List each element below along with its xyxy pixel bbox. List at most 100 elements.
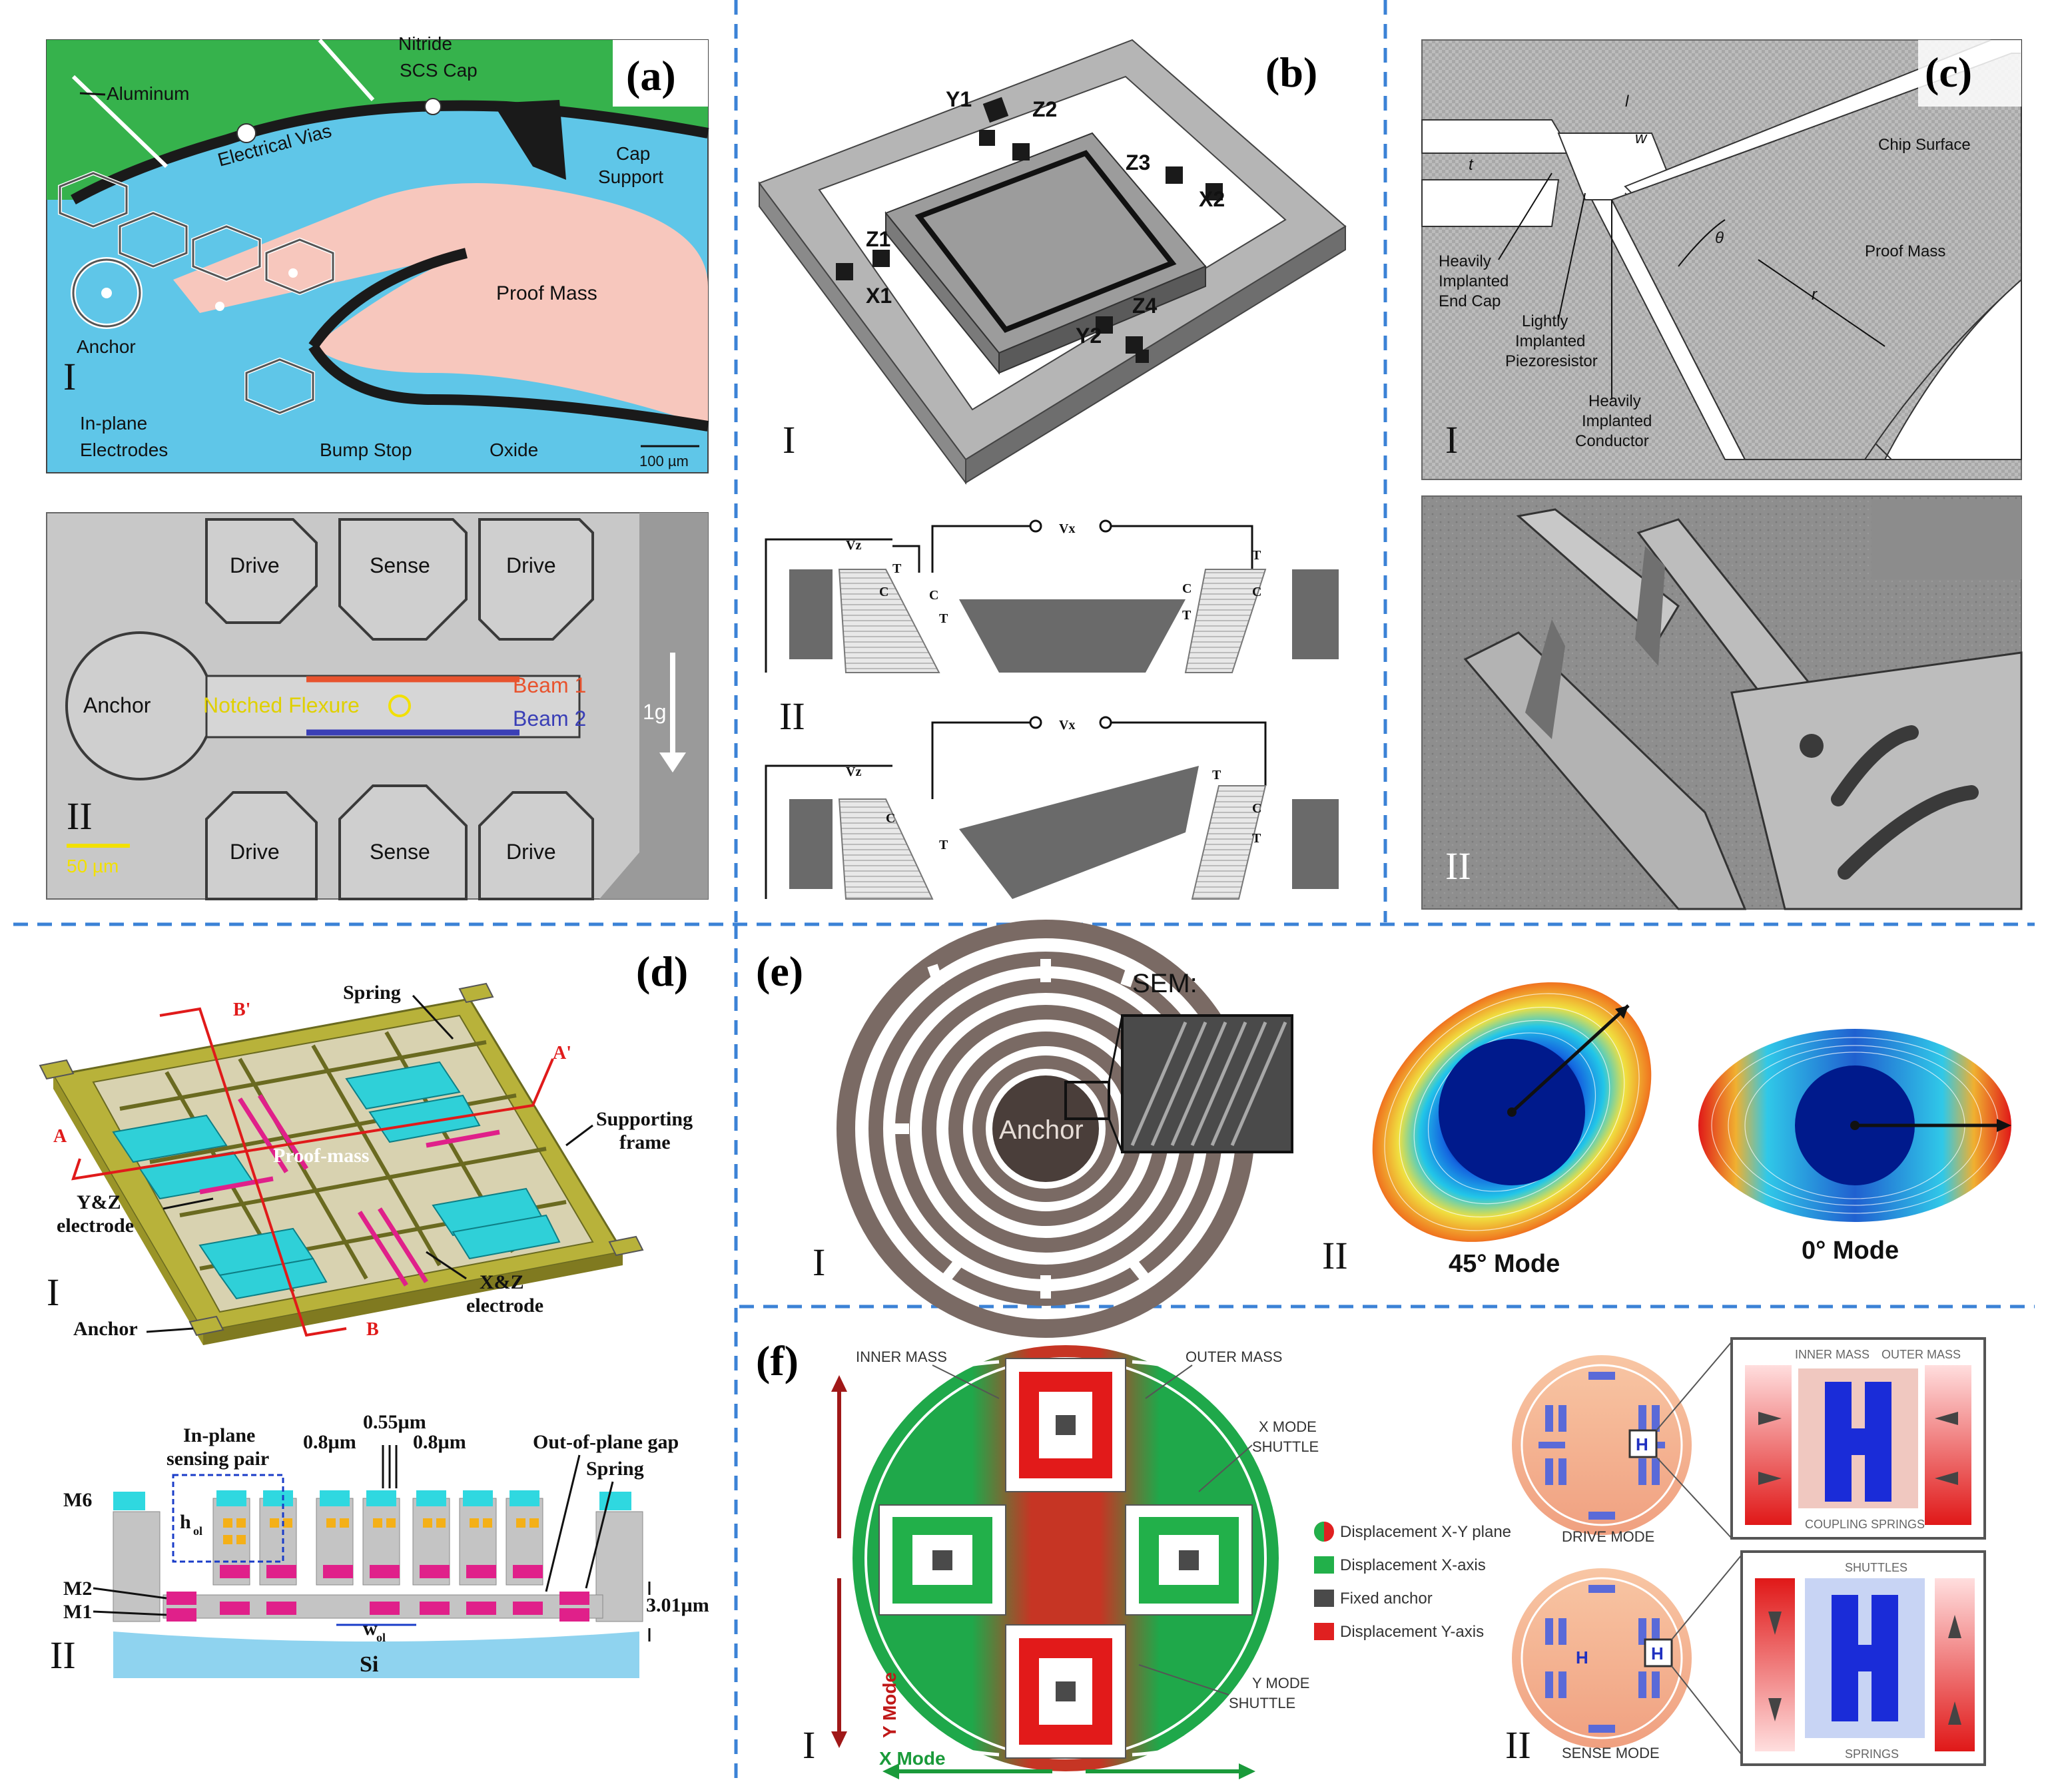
sem-drive-4: Drive: [506, 840, 556, 864]
c-dim-theta: θ: [1715, 229, 1724, 247]
pad-z3: Z3: [1126, 150, 1150, 174]
c1-t4: T: [1252, 548, 1261, 563]
f-zoom-inner: INNER MASS: [1795, 1348, 1870, 1361]
d-cross-inplane-2: sensing pair: [167, 1448, 269, 1470]
c-conductor-1: Heavily: [1588, 392, 1641, 410]
d-cross-hol: h: [180, 1511, 191, 1533]
f-label-y-shuttle-1: Y MODE: [1252, 1675, 1309, 1691]
panel-a-sub-II: II: [67, 794, 93, 838]
panel-d-sub-I: I: [47, 1271, 59, 1314]
c-dim-t: t: [1469, 156, 1474, 174]
c-conductor-3: Conductor: [1575, 432, 1649, 450]
d-cross-d2: 0.55µm: [363, 1411, 426, 1433]
panel-c-letter: (c): [1925, 49, 1972, 96]
f-label-inner-mass: INNER MASS: [856, 1348, 947, 1365]
f-mode-arrows: Y Mode X Mode: [831, 1375, 1255, 1779]
panel-f-sub-II: II: [1505, 1723, 1531, 1767]
f-label-sense-mode: SENSE MODE: [1562, 1745, 1660, 1761]
c1-c2: C: [929, 588, 938, 603]
sem-notched-flexure: Notched Flexure: [203, 693, 360, 717]
panel-d-cross-section: Si: [63, 1411, 709, 1678]
d-label-supporting-2: frame: [619, 1131, 671, 1153]
f-label-x-mode: X Mode: [879, 1748, 946, 1769]
c1-t2: T: [939, 611, 948, 626]
e-label-mode0: 0° Mode: [1802, 1237, 1899, 1265]
d-cross-wol-sub: ol: [376, 1631, 386, 1644]
d-label-spring: Spring: [343, 982, 401, 1004]
f-legend-3: Fixed anchor: [1340, 1590, 1433, 1608]
d-cross-oop-gap: Out-of-plane gap: [533, 1431, 679, 1453]
d-label-proof-mass: Proof-mass: [273, 1145, 369, 1167]
sem-sense-1: Sense: [370, 553, 430, 577]
f-disk: [853, 1345, 1279, 1771]
sem-scale-50: 50 µm: [67, 856, 119, 876]
f-label-y-mode: Y Mode: [879, 1672, 900, 1738]
pad-y2: Y2: [1076, 324, 1102, 348]
sem-1g: 1g: [643, 700, 667, 724]
panel-e-letter: (e): [756, 948, 803, 995]
panel-f-letter: (f): [756, 1337, 799, 1384]
d-label-xz-1: X&Z: [480, 1271, 524, 1293]
f-II-drive: H DRIVE MODE: [1512, 1355, 1692, 1545]
c-heavily-end-2: Implanted: [1439, 272, 1509, 290]
e-mode-0: [1698, 1029, 2011, 1222]
panel-b-sub-II: II: [779, 695, 805, 738]
c2-t3: T: [1252, 831, 1261, 846]
d-label-a: A: [53, 1126, 67, 1147]
label-inplane-2: Electrodes: [80, 440, 168, 460]
e-label-anchor: Anchor: [999, 1115, 1084, 1145]
f-label-y-shuttle-2: SHUTTLE: [1229, 1695, 1295, 1711]
d-cross-gap-val: 3.01µm: [646, 1594, 709, 1616]
c2-vx: Vx: [1059, 718, 1075, 733]
d-label-anchor: Anchor: [73, 1318, 138, 1340]
label-oxide: Oxide: [490, 440, 538, 460]
d-cross-hol-sub: ol: [193, 1524, 202, 1538]
c-lightly-2: Implanted: [1515, 332, 1585, 350]
label-bump-stop: Bump Stop: [320, 440, 412, 460]
f-zoom-outer: OUTER MASS: [1881, 1348, 1961, 1361]
e-anchor-disc: [992, 1075, 1099, 1182]
c2-t1: T: [939, 838, 948, 852]
panel-a-image-I: (a) Aluminum Nitride SCS Cap Electrical …: [46, 33, 709, 473]
c-heavily-end-1: Heavily: [1439, 252, 1491, 270]
d-cross-spring: Spring: [586, 1458, 644, 1480]
c-dim-w: w: [1635, 129, 1648, 147]
f-II-zoom-drive: INNER MASS OUTER MASS COUPLING SPRINGS: [1730, 1337, 1986, 1540]
panel-c: Chip Surface Proof Mass Heavily Implante…: [1421, 39, 2023, 910]
pad-x1: X1: [866, 284, 892, 308]
label-scs-cap: SCS Cap: [400, 60, 478, 81]
panel-b-frame: Y1 Z2 Z3 X2 Z1 X1 Z4 Y2: [758, 39, 1347, 485]
d-label-yz-2: electrode: [57, 1215, 134, 1237]
f-legend-4: Displacement Y-axis: [1340, 1623, 1484, 1641]
panel-b-sub-I: I: [783, 418, 795, 461]
panel-d: (d): [39, 948, 709, 1678]
d-label-supporting-1: Supporting: [596, 1108, 693, 1130]
f-zoom-shuttles: SHUTTLES: [1845, 1561, 1907, 1574]
d-label-b-prime: B': [233, 1000, 250, 1020]
sem-beam-1: Beam 1: [513, 673, 586, 697]
c1-c4: C: [1252, 585, 1261, 599]
sem-drive-2: Drive: [506, 553, 556, 577]
label-inplane-1: In-plane: [80, 413, 147, 434]
f-label-drive-mode: DRIVE MODE: [1562, 1528, 1654, 1545]
panel-c-sub-II: II: [1445, 844, 1471, 888]
label-cap-support-2: Support: [598, 166, 663, 187]
f-legend: Displacement X-Y plane Displacement X-ax…: [1314, 1522, 1511, 1641]
c1-c3: C: [1182, 581, 1192, 596]
f-h-sense-1: H: [1576, 1647, 1588, 1667]
c2-c2: C: [1252, 801, 1261, 816]
f-zoom-springs: SPRINGS: [1845, 1747, 1899, 1761]
sem-anchor: Anchor: [83, 693, 151, 717]
f-label-outer-mass: OUTER MASS: [1186, 1348, 1282, 1365]
d-label-yz-1: Y&Z: [77, 1191, 121, 1213]
panel-a-sub-I: I: [63, 355, 76, 398]
c-lightly-3: Piezoresistor: [1505, 352, 1598, 370]
panel-c-image-II: [1421, 495, 2023, 910]
d-cross-m1: M1: [63, 1601, 92, 1623]
d-label-si: Si: [360, 1652, 378, 1677]
f-label-x-shuttle-2: SHUTTLE: [1252, 1438, 1319, 1455]
pad-z1: Z1: [866, 227, 890, 251]
c-conductor-2: Implanted: [1582, 412, 1652, 430]
f-II-sense: H H SENSE MODE: [1512, 1568, 1692, 1761]
